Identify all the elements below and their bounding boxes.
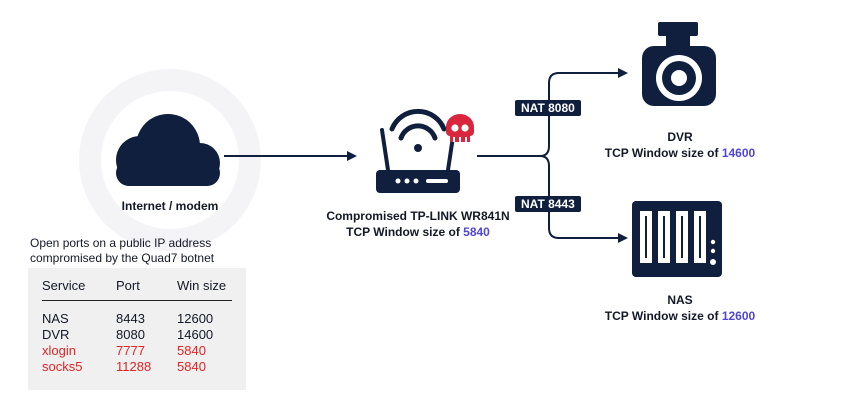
arrow-router-to-nas [539, 155, 628, 243]
cell-service: socks5 [42, 359, 83, 374]
cell-port: 7777 [116, 343, 145, 358]
router-label: Compromised TP-LINK WR841N TCP Window si… [318, 208, 518, 240]
cell-port: 8443 [116, 311, 145, 326]
header-win-size: Win size [177, 278, 232, 301]
cell-win: 5840 [177, 359, 206, 374]
skull-icon [446, 114, 474, 142]
cell-service: NAS [42, 311, 69, 326]
watermark-ring [79, 69, 261, 251]
ports-table: Service Port Win size NAS 8443 12600 DVR… [42, 278, 232, 375]
router-icon [376, 128, 460, 193]
router-window-value: 5840 [463, 225, 490, 239]
nas-name: NAS [667, 293, 693, 307]
cell-win: 12600 [177, 311, 214, 326]
nas-window-value: 12600 [721, 309, 756, 323]
ports-panel: Service Port Win size NAS 8443 12600 DVR… [28, 268, 246, 390]
router-window-line: TCP Window size of 5840 [346, 225, 490, 239]
nas-window-line: TCP Window size of 12600 [604, 309, 756, 323]
dvr-name: DVR [667, 130, 693, 144]
nas-label: NAS TCP Window size of 12600 [595, 292, 765, 324]
nat-8443-badge: NAT 8443 [515, 196, 581, 212]
cloud-icon [116, 114, 220, 186]
cell-service: xlogin [42, 343, 76, 358]
table-row: DVR 8080 14600 [42, 327, 232, 343]
table-row: NAS 8443 12600 [42, 301, 232, 328]
dvr-window-line: TCP Window size of 14600 [604, 146, 756, 160]
dvr-window-value: 14600 [721, 146, 756, 160]
nas-icon [632, 201, 722, 277]
nat-8080-badge: NAT 8080 [515, 100, 581, 116]
cell-win: 14600 [177, 327, 214, 342]
dvr-label: DVR TCP Window size of 14600 [595, 129, 765, 161]
table-row: socks5 11288 5840 [42, 359, 232, 375]
cell-port: 11288 [116, 359, 152, 374]
header-service: Service [42, 278, 116, 301]
internet-label: Internet / modem [121, 199, 219, 213]
camera-icon [642, 22, 716, 106]
cell-win: 5840 [177, 343, 206, 358]
header-port: Port [116, 278, 177, 301]
wifi-icon [389, 108, 447, 152]
table-header-row: Service Port Win size [42, 278, 232, 301]
ports-caption: Open ports on a public IP address compro… [30, 236, 215, 265]
cell-port: 8080 [116, 327, 145, 342]
router-model: Compromised TP-LINK WR841N [326, 209, 510, 223]
table-row: xlogin 7777 5840 [42, 343, 232, 359]
cell-service: DVR [42, 327, 70, 342]
